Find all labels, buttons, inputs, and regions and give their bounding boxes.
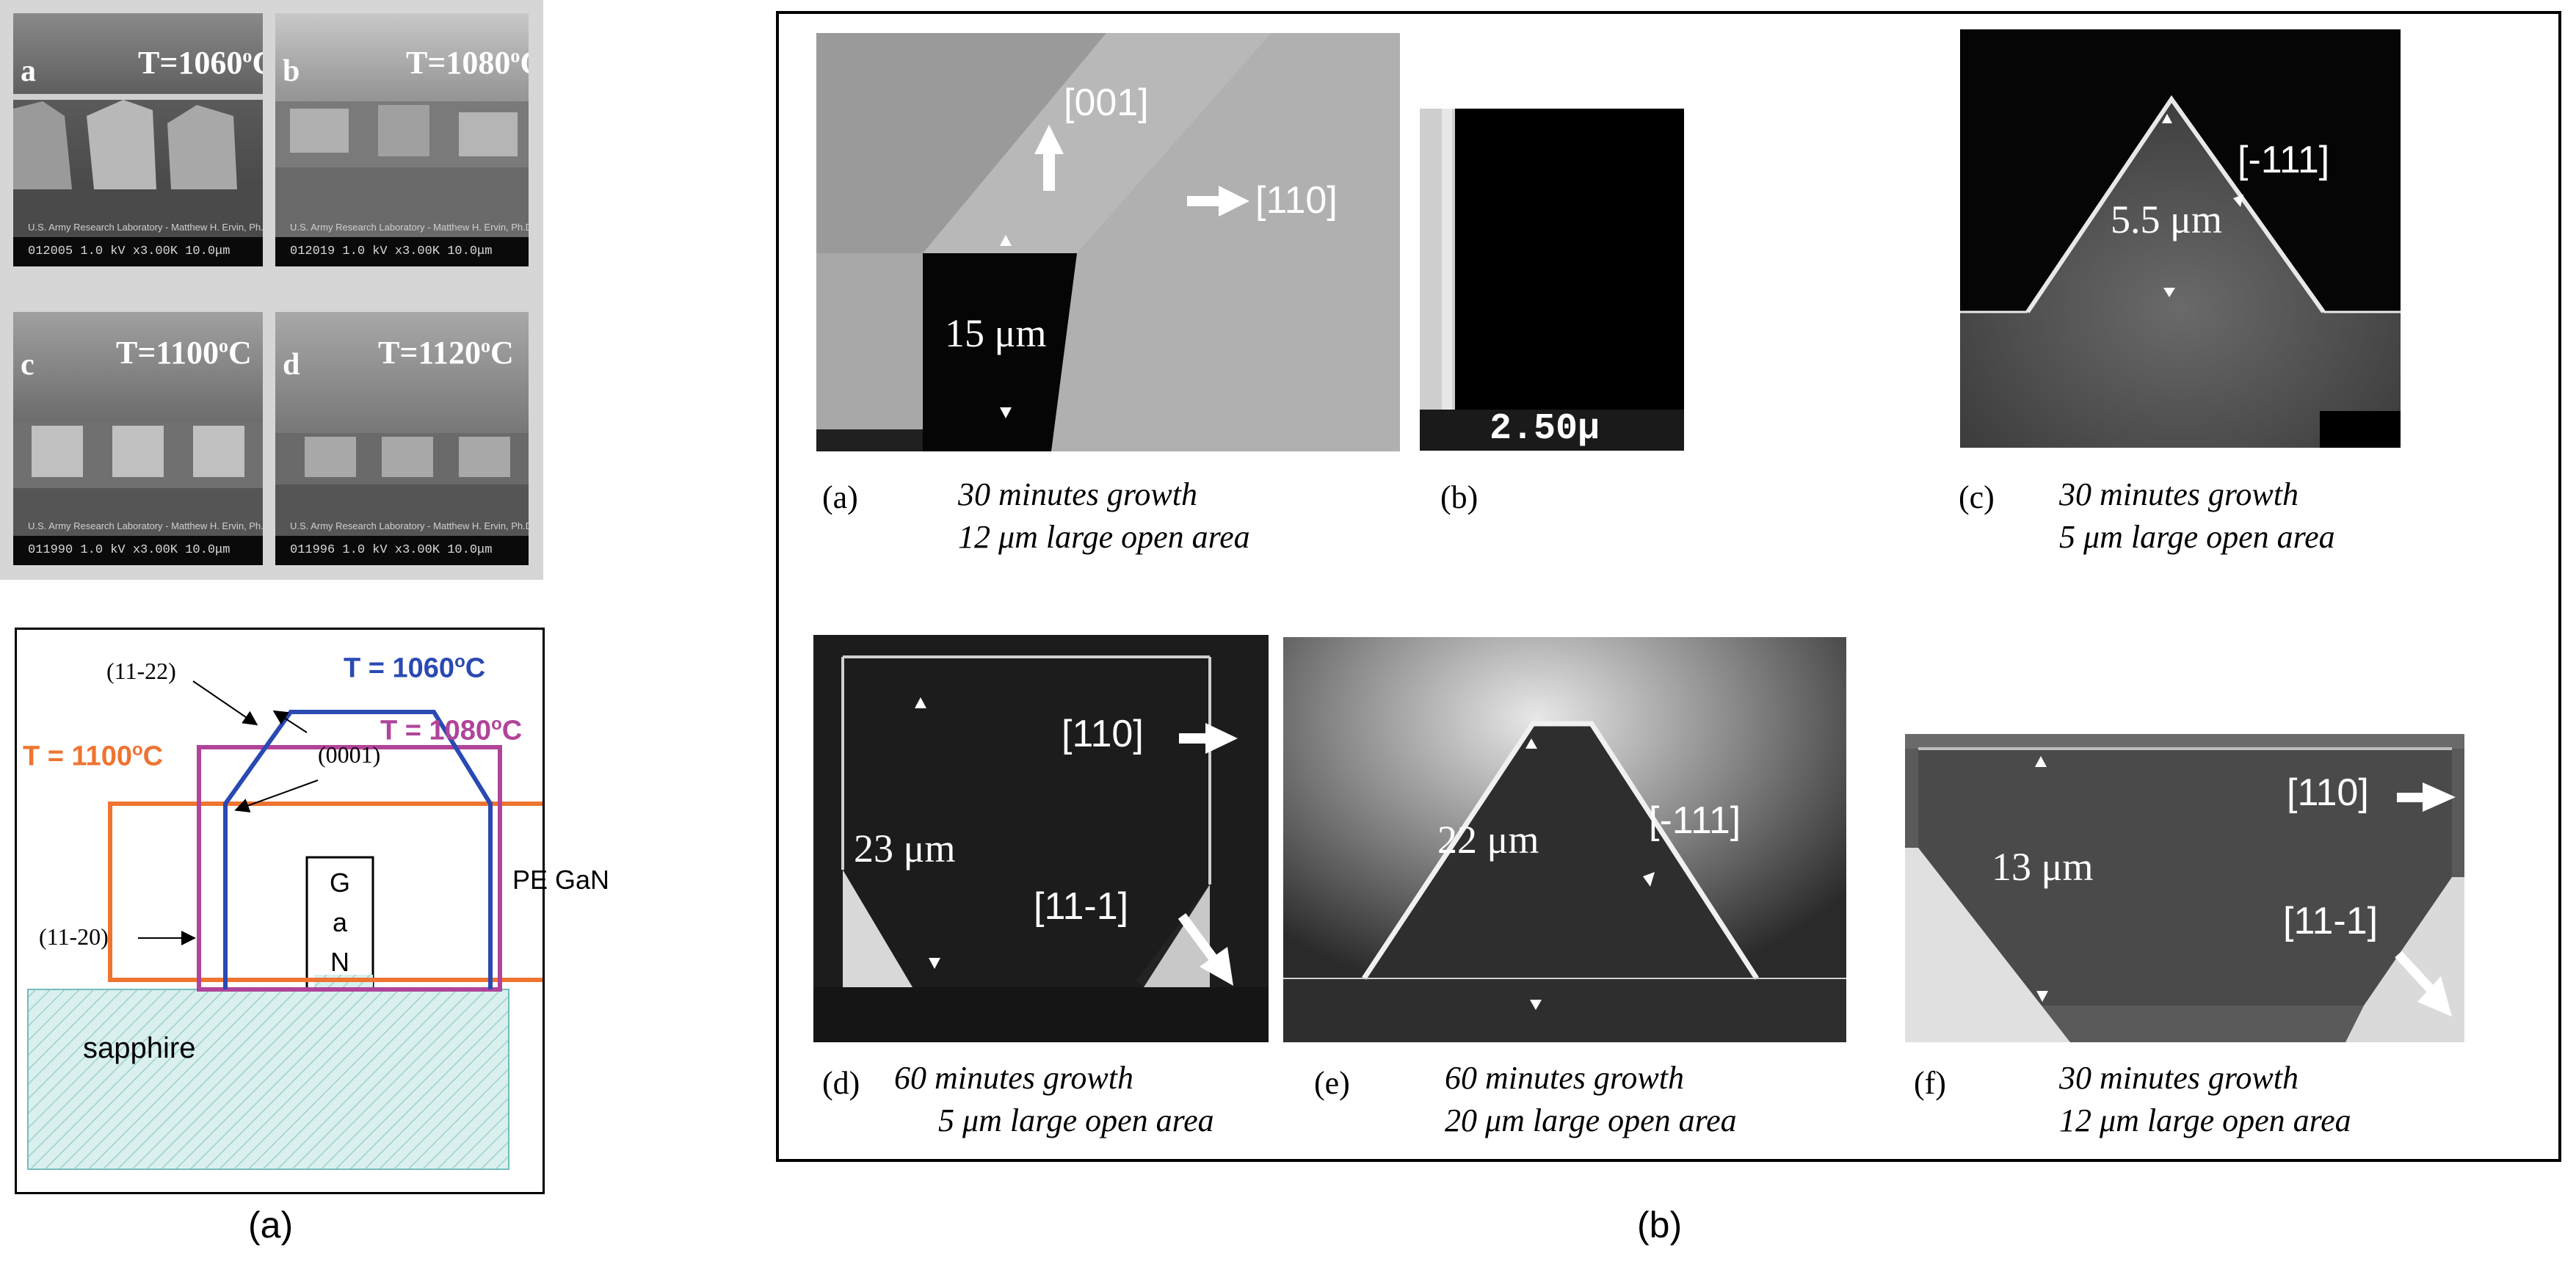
growth-diagram: (11-22) (0001) (11-20) T = 1060oC T = 10… bbox=[15, 628, 609, 1194]
sem-b-image-c: [-111] 5.5 μm bbox=[1960, 29, 2401, 448]
sem-d-credit: U.S. Army Research Laboratory - Matthew … bbox=[290, 520, 529, 531]
sem-b-temp: T=1080oC bbox=[406, 45, 529, 81]
sem-b-texture bbox=[275, 13, 529, 266]
pe-gan-label: PE GaN bbox=[512, 865, 610, 895]
sem-a-credit: U.S. Army Research Laboratory - Matthew … bbox=[28, 222, 263, 233]
sem-d-temp: T=1120oC bbox=[378, 335, 514, 371]
sem-a-dir-001: [001] bbox=[1064, 81, 1149, 124]
sem-image-c: c T=1100oC U.S. Army Research Laboratory… bbox=[13, 312, 263, 565]
sem-c-texture bbox=[13, 312, 263, 565]
sem-b-image-e: 22 μm [-111] bbox=[1283, 637, 1846, 1042]
caption-c: 30 minutes growth 5 μm large open area bbox=[2059, 476, 2335, 555]
sem-b-a-art bbox=[816, 33, 1400, 451]
sem-c-dir: [-111] bbox=[2238, 139, 2330, 181]
profile-1100 bbox=[108, 802, 543, 982]
temp-1060-label: T = 1060oC bbox=[344, 652, 486, 684]
caption-f-letter: (f) bbox=[1914, 1065, 1946, 1101]
panel-b-label: (b) bbox=[1637, 1204, 1683, 1246]
temp-1080-label: T = 1080oC bbox=[380, 714, 523, 746]
caption-c-letter: (c) bbox=[1959, 479, 1995, 515]
sem-b-c-art bbox=[1960, 95, 2401, 448]
sem-a-letter: a bbox=[21, 54, 36, 88]
caption-f: 30 minutes growth 12 μm large open area bbox=[2059, 1060, 2351, 1138]
sem-a-dir-110: [110] bbox=[1255, 179, 1338, 222]
facet-1120-label: (11-20) bbox=[39, 923, 109, 950]
sem-b-d-art bbox=[813, 655, 1269, 1042]
sem-e-dir: [-111] bbox=[1649, 799, 1741, 842]
caption-d: 60 minutes growth 5 μm large open area bbox=[894, 1060, 1214, 1138]
sem-a-scalebar: 012005 1.0 kV x3.00K 10.0μm bbox=[13, 237, 263, 266]
sem-d-scalebar: 011996 1.0 kV x3.00K 10.0μm bbox=[275, 536, 529, 565]
sem-d-dir-11-1: [11-1] bbox=[1034, 885, 1129, 928]
sapphire-label: sapphire bbox=[83, 1032, 196, 1064]
sem-f-dir-11-1: [11-1] bbox=[2283, 900, 2379, 942]
sem-c-scalebar: 011990 1.0 kV x3.00K 10.0μm bbox=[13, 536, 263, 565]
growth-diagram-svg bbox=[27, 680, 543, 1170]
caption-b-letter: (b) bbox=[1440, 479, 1479, 515]
arrow-0001-b bbox=[234, 780, 319, 813]
sem-e-dim: 22 μm bbox=[1437, 818, 1539, 862]
sem-b-credit: U.S. Army Research Laboratory - Matthew … bbox=[290, 222, 529, 233]
caption-a: 30 minutes growth 12 μm large open area bbox=[958, 476, 1250, 555]
sem-d-texture bbox=[275, 312, 529, 565]
sem-a-texture bbox=[13, 13, 263, 266]
sem-c-letter: c bbox=[21, 348, 35, 382]
sem-a-temp: T=1060oC bbox=[138, 45, 263, 81]
arrow-1122 bbox=[192, 680, 258, 726]
caption-e-letter: (e) bbox=[1314, 1065, 1350, 1101]
sem-image-a: a T=1060oC U.S. Army Research Laboratory… bbox=[13, 13, 263, 266]
sem-d-dir-110: [110] bbox=[1062, 713, 1144, 755]
sem-c-dim: 5.5 μm bbox=[2111, 197, 2222, 241]
sem-c-temp: T=1100oC bbox=[116, 335, 252, 371]
sem-f-dir-110: [110] bbox=[2287, 771, 2369, 814]
sem-image-b: b T=1080oC U.S. Army Research Laboratory… bbox=[275, 13, 529, 266]
sem-b-f-art bbox=[1905, 734, 2464, 1042]
sem-b-image-d: [110] 23 μm [11-1] bbox=[813, 635, 1269, 1042]
sem-b-image-f: 13 μm [110] [11-1] bbox=[1905, 734, 2464, 1042]
panel-a-label: (a) bbox=[248, 1204, 294, 1246]
sem-b-image-a: [001] [110] 15 μm bbox=[816, 33, 1400, 451]
sem-b-image-b: 2.50μ bbox=[1420, 109, 1684, 451]
sem-d-letter: d bbox=[283, 348, 300, 382]
profile-1080 bbox=[197, 745, 502, 992]
caption-d-letter: (d) bbox=[822, 1065, 860, 1101]
sem-f-dim: 13 μm bbox=[1992, 845, 2094, 889]
sem-d-dim: 23 μm bbox=[854, 826, 956, 871]
profile-1060 bbox=[223, 710, 493, 989]
sem-b-scalebar: 012019 1.0 kV x3.00K 10.0μm bbox=[275, 237, 529, 266]
sapphire-substrate bbox=[27, 989, 509, 1170]
facet-0001-label: (0001) bbox=[318, 741, 381, 768]
temp-1100-label: T = 1100oC bbox=[23, 740, 164, 772]
caption-e: 60 minutes growth 20 μm large open area bbox=[1445, 1060, 1737, 1138]
sem-b-b-art bbox=[1420, 109, 1684, 451]
sem-a-dim: 15 μm bbox=[945, 311, 1047, 355]
gan-label: G a N bbox=[329, 868, 350, 977]
arrow-0001 bbox=[272, 710, 308, 733]
facet-1122-label: (11-22) bbox=[106, 658, 176, 684]
sem-b-letter: b bbox=[283, 54, 300, 88]
sem-c-credit: U.S. Army Research Laboratory - Matthew … bbox=[28, 520, 263, 531]
caption-a-letter: (a) bbox=[822, 479, 858, 515]
sem-b-scale: 2.50μ bbox=[1490, 408, 1600, 450]
sem-b-e-art bbox=[1283, 637, 1846, 1042]
sem-image-d: d T=1120oC U.S. Army Research Laboratory… bbox=[275, 312, 529, 565]
